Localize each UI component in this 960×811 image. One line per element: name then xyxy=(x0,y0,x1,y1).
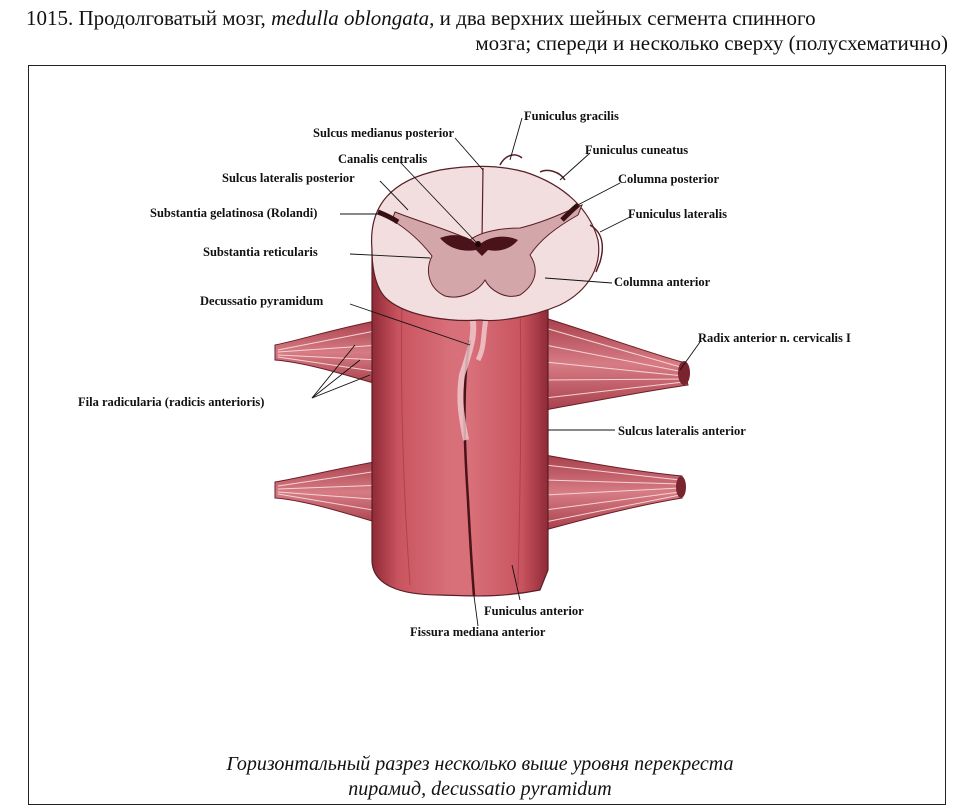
nerve-roots-left-lower xyxy=(274,459,386,526)
label-columna-posterior: Columna posterior xyxy=(618,172,720,186)
label-substantia-gelatinosa: Substantia gelatinosa (Rolandi) xyxy=(150,206,318,220)
label-funiculus-gracilis: Funiculus gracilis xyxy=(524,109,619,123)
label-funiculus-lateralis: Funiculus lateralis xyxy=(628,207,727,221)
label-canalis-centralis: Canalis centralis xyxy=(338,152,428,166)
heading-line-2: мозга; спереди и несколько сверху (полус… xyxy=(475,31,948,55)
label-funiculus-cuneatus: Funiculus cuneatus xyxy=(585,143,689,157)
figure-heading: 1015. Продолговатый мозг, medulla oblong… xyxy=(26,6,948,56)
heading-text-continued: и два верхних шейных сегмента спинного xyxy=(439,6,816,30)
heading-text: Продолговатый мозг, xyxy=(78,6,266,30)
label-substantia-reticularis: Substantia reticularis xyxy=(203,245,318,259)
substantia-gelatinosa-left xyxy=(377,209,400,225)
decussation-band xyxy=(457,308,477,441)
nerve-roots-right-lower xyxy=(544,454,686,531)
nerve-roots-right-upper xyxy=(544,317,690,411)
caption-text: пирамид, xyxy=(348,778,427,800)
label-fila-radicularia: Fila radicularia (radicis anterioris) xyxy=(78,395,265,409)
label-sulcus-lateralis-posterior: Sulcus lateralis posterior xyxy=(222,171,355,185)
label-radix-anterior: Radix anterior n. cervicalis I xyxy=(698,331,851,345)
label-sulcus-medianus-posterior: Sulcus medianus posterior xyxy=(313,126,454,140)
caption-latin: decussatio pyramidum xyxy=(431,778,612,800)
fissura-mediana-anterior-line xyxy=(463,339,476,597)
heading-line-1: 1015. Продолговатый мозг, medulla oblong… xyxy=(26,6,948,31)
label-decussatio-pyramidum: Decussatio pyramidum xyxy=(200,294,324,308)
canalis-centralis-dot xyxy=(475,241,481,247)
nerve-roots-left-upper xyxy=(274,319,381,386)
figure-number: 1015. xyxy=(26,6,74,30)
label-columna-anterior: Columna anterior xyxy=(614,275,711,289)
heading-latin: medulla oblongata, xyxy=(271,6,435,30)
sulcus-medianus-posterior-line xyxy=(481,167,484,241)
substantia-gelatinosa-right xyxy=(560,203,580,222)
figure-frame xyxy=(28,65,946,805)
label-fissura-mediana-anterior: Fissura mediana anterior xyxy=(410,625,546,639)
label-funiculus-anterior: Funiculus anterior xyxy=(484,604,584,618)
caption-line-1: Горизонтальный разрез несколько выше уро… xyxy=(226,753,734,775)
label-sulcus-lateralis-anterior: Sulcus lateralis anterior xyxy=(618,424,746,438)
caption-line-2: пирамид, decussatio pyramidum xyxy=(150,777,810,801)
leader-lines xyxy=(311,117,701,627)
